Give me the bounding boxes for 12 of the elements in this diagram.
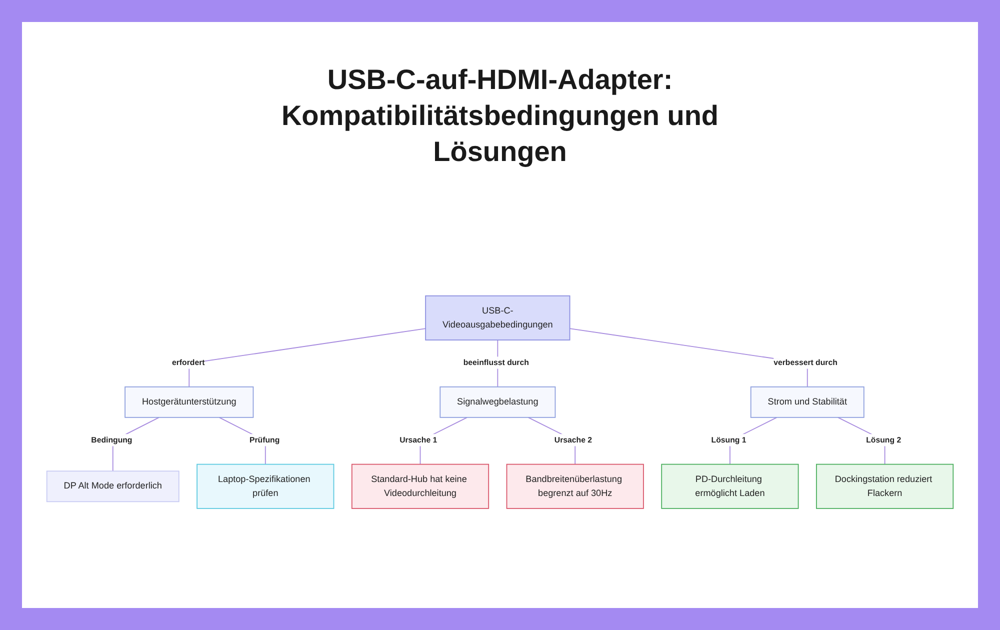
process-box: Dockingstation reduziert Flackern xyxy=(816,464,954,509)
process-box: USB-C-Videoausgabebedingungen xyxy=(425,295,570,340)
connector-line xyxy=(188,328,426,388)
process-box: Hostgerätunterstützung xyxy=(124,386,254,418)
process-box: PD-Durchleitung ermöglicht Laden xyxy=(661,464,799,509)
process-box: Strom und Stabilität xyxy=(750,386,864,418)
diagram-title: USB-C-auf-HDMI-Adapter: Kompatibilitätsbedingungen und Lösungen xyxy=(280,63,720,169)
process-box: Standard-Hub hat keine Videodurchleitung xyxy=(351,464,490,509)
process-box: DP Alt Mode erforderlich xyxy=(46,470,180,502)
process-box: Signalwegbelastung xyxy=(440,386,556,418)
process-box: Laptop-Spezifikationen prüfen xyxy=(196,464,334,509)
process-box: Bandbreitenüberlastung begrenzt auf 30Hz xyxy=(506,464,644,509)
